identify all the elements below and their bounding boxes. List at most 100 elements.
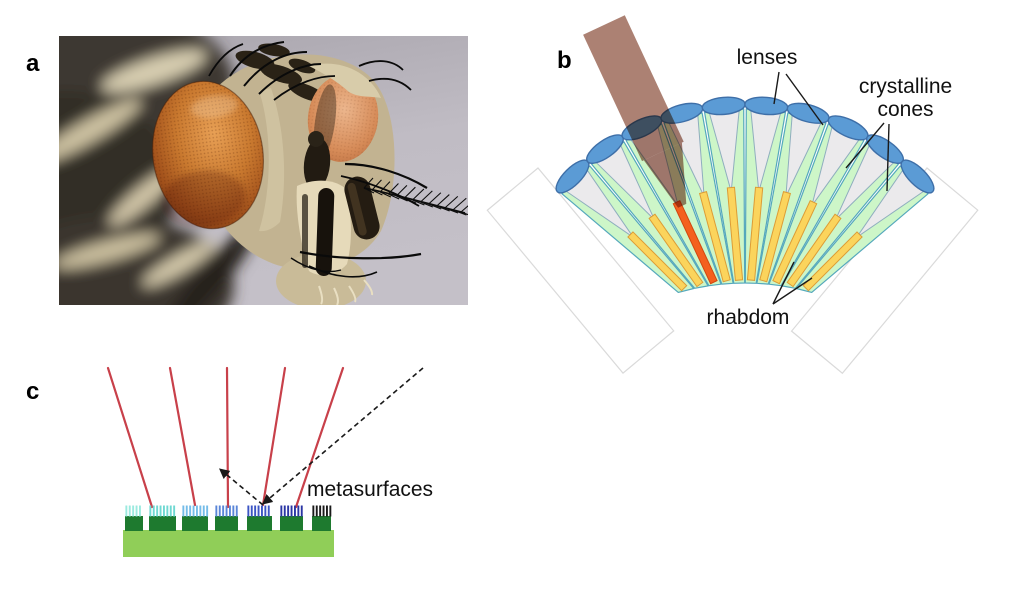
lenses-pointer-line bbox=[773, 71, 780, 105]
metasurface-block bbox=[312, 516, 331, 531]
nanopillar bbox=[159, 505, 162, 517]
ghost-outline-left bbox=[486, 167, 675, 374]
arista-barb bbox=[379, 191, 392, 198]
fly-photo bbox=[59, 36, 468, 305]
arista-barb bbox=[388, 193, 400, 200]
arista-barb bbox=[460, 211, 468, 216]
nanopillar bbox=[232, 505, 235, 517]
ommatidia-fan bbox=[555, 96, 935, 293]
fly-head bbox=[151, 41, 468, 305]
arista-barb bbox=[460, 205, 468, 213]
metasurface-block bbox=[125, 516, 143, 531]
light-beam-body bbox=[583, 15, 684, 162]
adjacent-ommatidia-outlines bbox=[486, 167, 979, 375]
arista-barb bbox=[363, 187, 375, 194]
eye-rim bbox=[259, 88, 285, 232]
lens bbox=[900, 159, 935, 194]
rhabdom bbox=[772, 200, 818, 285]
nanopillar bbox=[139, 505, 141, 517]
nanopillar bbox=[280, 505, 283, 517]
pointer-lines bbox=[772, 71, 890, 305]
metasurface-block bbox=[182, 516, 208, 531]
arista-barb bbox=[371, 189, 383, 196]
nanopillar bbox=[166, 505, 169, 517]
rhabdom-pointer-line bbox=[772, 277, 813, 305]
nanopillar bbox=[315, 505, 318, 517]
arista-barb bbox=[428, 192, 442, 205]
nanopillar bbox=[199, 505, 202, 517]
rhabdom-pointer-line bbox=[772, 261, 795, 305]
arista-barb bbox=[396, 195, 408, 202]
rhabdom bbox=[648, 213, 704, 288]
rhabdom bbox=[786, 213, 842, 288]
metasurface-block bbox=[247, 516, 272, 531]
incident-reflected-rays bbox=[219, 367, 424, 506]
nanopillar bbox=[297, 505, 300, 517]
antenna-club bbox=[344, 176, 380, 240]
arista-barb bbox=[444, 207, 459, 214]
metasurface-block bbox=[149, 516, 176, 531]
crystalline-cones-label: crystalline cones bbox=[858, 75, 953, 121]
rhabdom bbox=[746, 186, 764, 281]
crystalline-cones-pointer-line bbox=[845, 122, 885, 169]
emitted-ray bbox=[106, 366, 154, 509]
nanopillar bbox=[185, 505, 188, 517]
emitted-ray bbox=[294, 366, 345, 509]
rhabdom bbox=[802, 231, 863, 292]
nanopillar bbox=[173, 505, 176, 517]
chin-hairs bbox=[318, 279, 374, 305]
rhabdom bbox=[726, 186, 744, 281]
arista-barb bbox=[379, 181, 391, 193]
nanopillar bbox=[322, 505, 325, 517]
nanopillar bbox=[152, 505, 155, 517]
metasurface-array bbox=[106, 366, 345, 557]
nanopillar bbox=[312, 505, 315, 517]
nanopillar bbox=[300, 505, 303, 517]
lenses-label: lenses bbox=[736, 46, 798, 69]
fly-eye-main bbox=[151, 80, 265, 230]
nanopillar bbox=[222, 505, 225, 517]
nanopillar bbox=[294, 505, 296, 517]
arista-barb bbox=[371, 179, 382, 191]
arista-barb bbox=[420, 190, 433, 203]
arista-barb bbox=[412, 188, 425, 201]
panel-a-letter: a bbox=[26, 50, 40, 77]
incident-ray-dashed bbox=[262, 367, 424, 505]
nanopillar bbox=[218, 505, 221, 517]
crystalline-cones-pointer-line bbox=[886, 123, 890, 192]
head-bristles bbox=[208, 41, 428, 278]
metasurface-block bbox=[215, 516, 238, 531]
nanopillar bbox=[156, 505, 159, 517]
substrate bbox=[123, 530, 334, 557]
nanopillar bbox=[135, 505, 138, 517]
nanopillar bbox=[125, 505, 128, 517]
panel-b-letter: b bbox=[557, 47, 572, 74]
arista-barb bbox=[452, 209, 467, 216]
face-groove bbox=[315, 188, 335, 276]
nanopillar bbox=[132, 505, 135, 517]
rhabdom bbox=[698, 190, 731, 283]
metasurfaces-label: metasurfaces bbox=[307, 478, 434, 501]
nanopillar bbox=[247, 505, 250, 517]
rhabdom bbox=[759, 190, 792, 283]
rhabdom-label: rhabdom bbox=[706, 306, 790, 329]
light-beam-taper bbox=[643, 142, 687, 208]
arista-barb bbox=[428, 203, 442, 210]
nanopillar bbox=[182, 505, 185, 517]
nanopillar bbox=[189, 505, 192, 517]
metasurface-block bbox=[280, 516, 303, 531]
nanopillar bbox=[196, 505, 198, 517]
emitted-ray bbox=[168, 366, 197, 507]
arista-barb bbox=[436, 205, 450, 212]
nanopillar bbox=[229, 505, 231, 517]
nanopillar bbox=[215, 505, 218, 517]
brow-ridge bbox=[309, 63, 381, 98]
emitted-ray bbox=[261, 366, 287, 507]
emitted-ray bbox=[225, 366, 230, 509]
lenses-pointer-line bbox=[785, 73, 824, 126]
antenna-base bbox=[303, 138, 331, 190]
nanopillar bbox=[169, 505, 172, 517]
arista bbox=[363, 177, 468, 216]
reflected-ray-dashed bbox=[219, 468, 264, 506]
